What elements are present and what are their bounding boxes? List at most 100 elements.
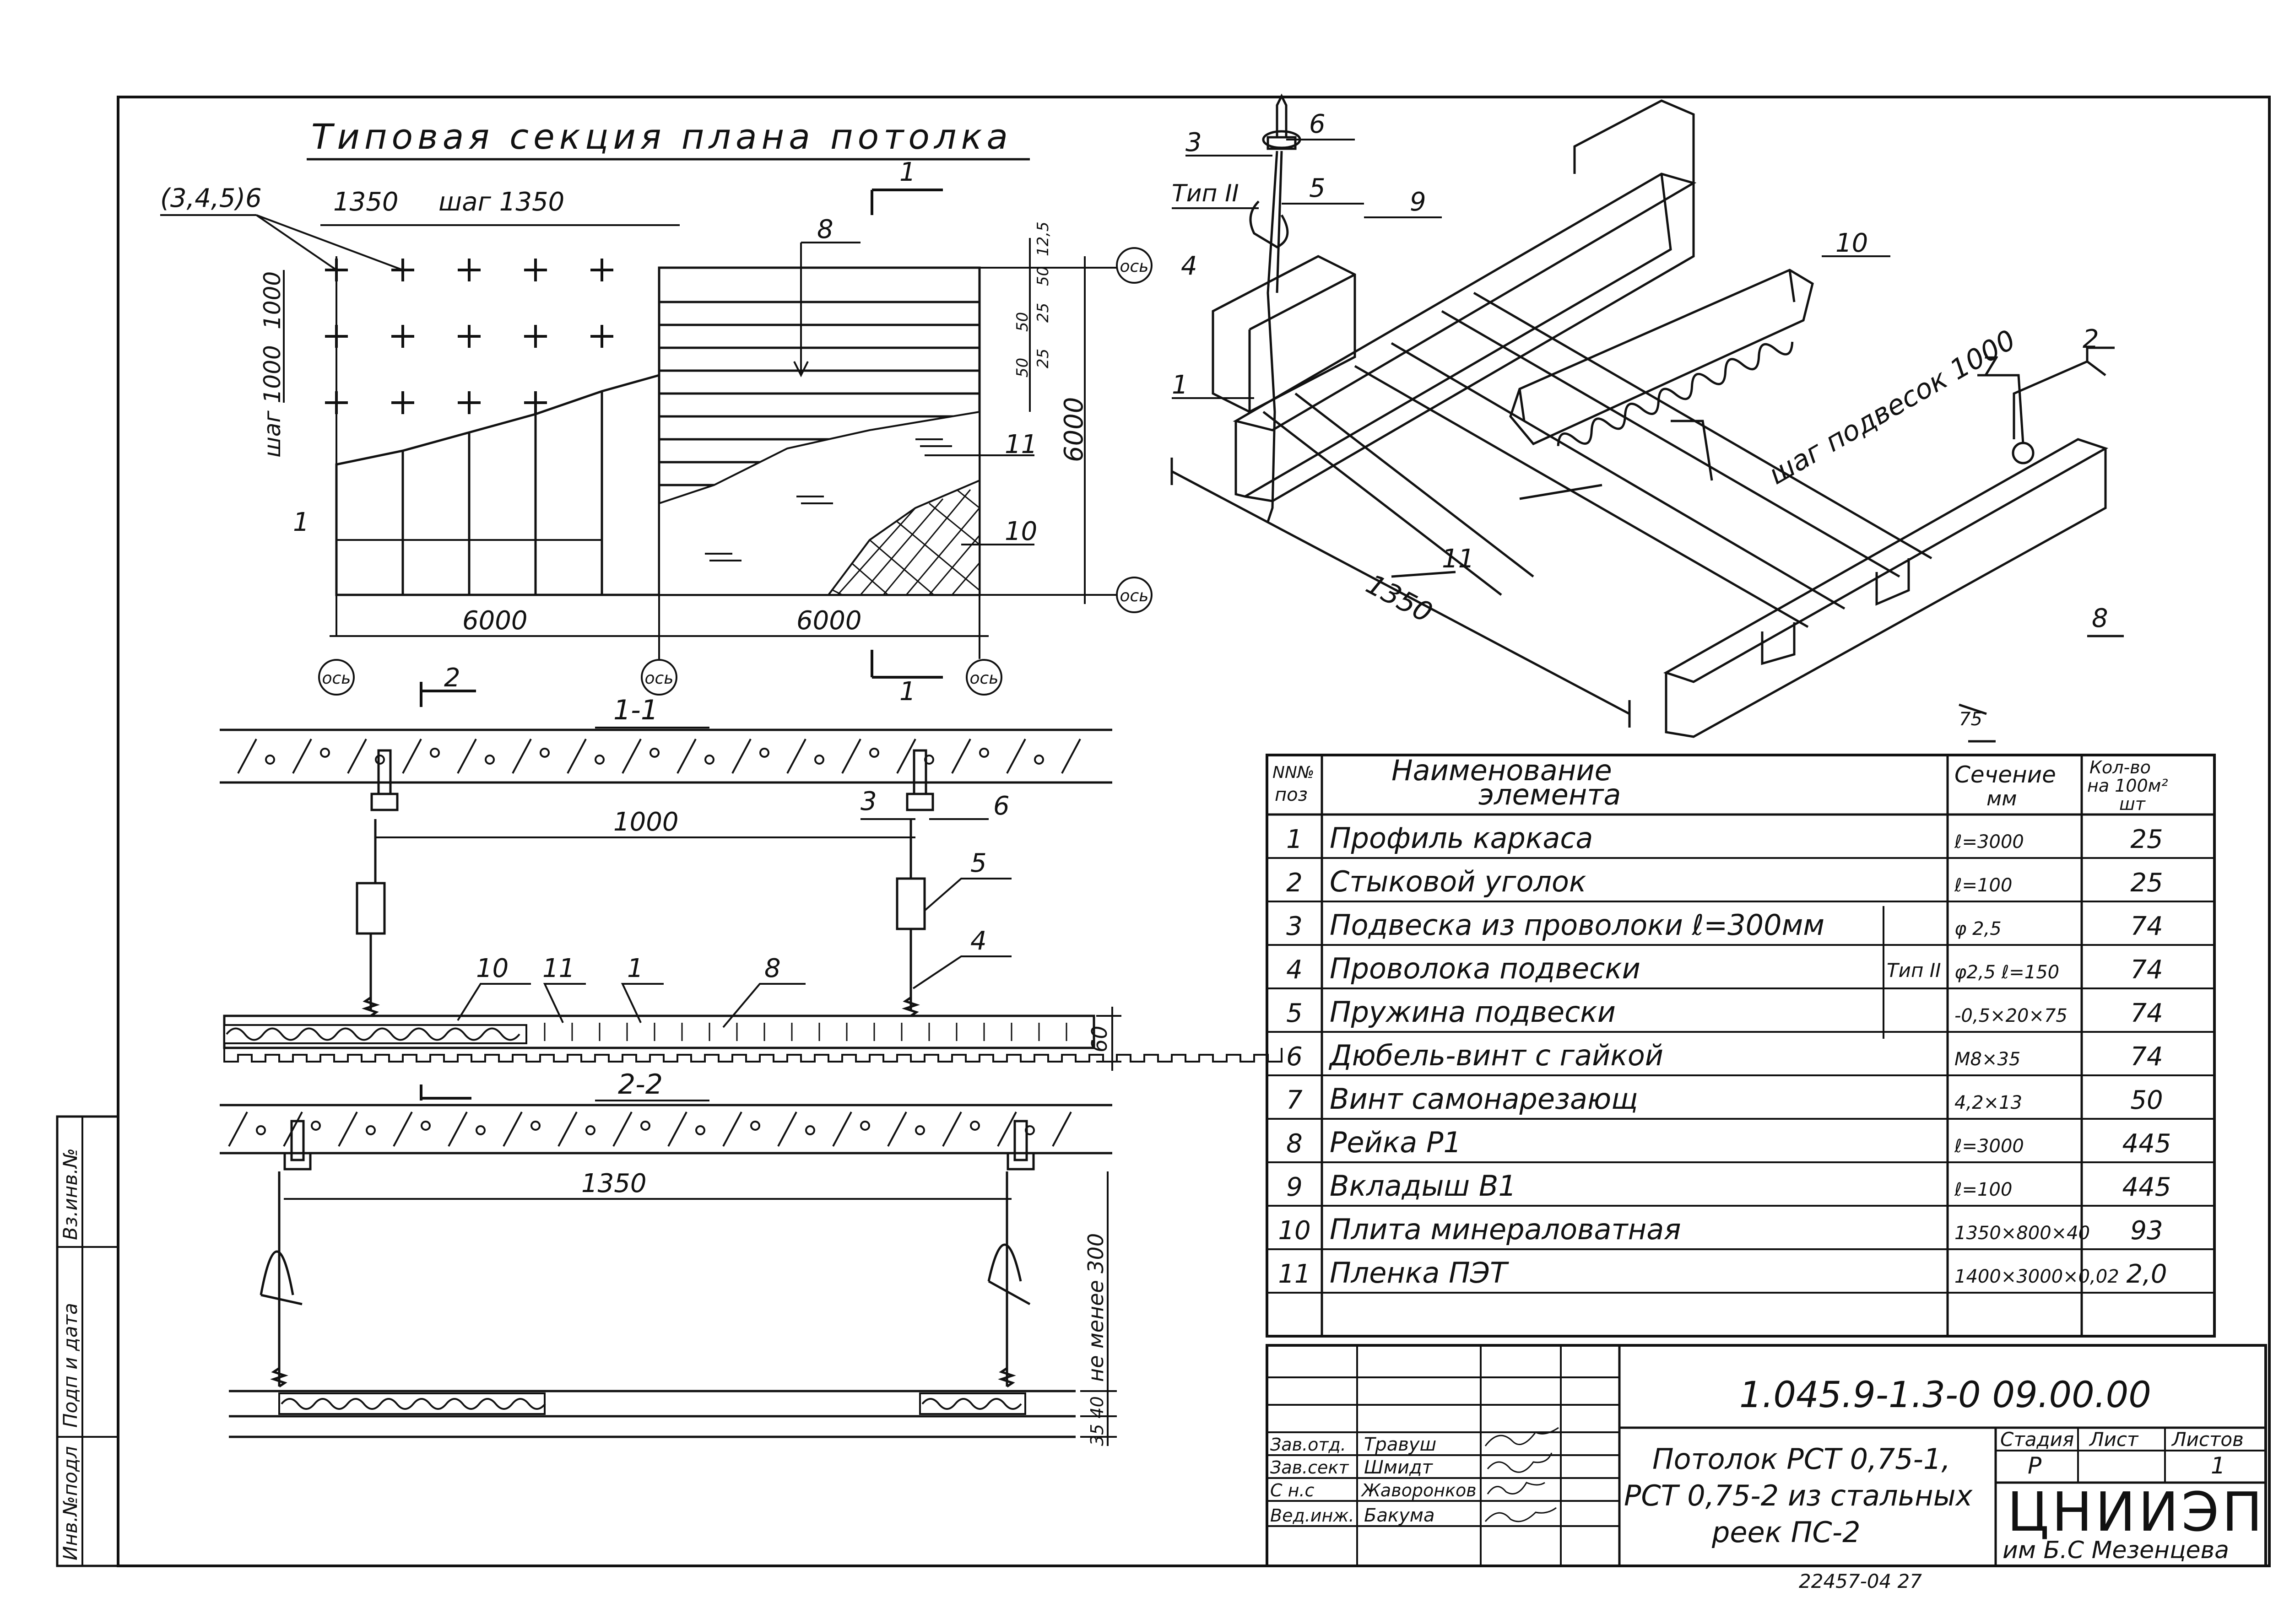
marker-label: (3,4,5)6 (160, 183, 262, 213)
dim-6000-left: 6000 (462, 606, 528, 636)
table-cell-section: ℓ=3000 (1954, 1136, 2024, 1157)
vstep-value: 1000 (259, 271, 286, 329)
doc-title-1: Потолок РСТ 0,75-1, (1652, 1442, 1950, 1476)
table-cell-qty: 445 (2122, 1172, 2171, 1202)
sheet-header: Лист (2089, 1428, 2139, 1451)
axon-label-9: 9 (1410, 187, 1426, 217)
table-cell-section: 1350×800×40 (1954, 1223, 2090, 1244)
axis-label-r2: ось (1120, 587, 1148, 605)
s11-label-3: 3 (861, 787, 877, 816)
axon-label-1: 1 (1172, 370, 1188, 400)
signer-name-4: Бакума (1364, 1505, 1434, 1526)
table-cell-name: Пружина подвески (1330, 995, 1616, 1029)
table-cell-pos: 1 (1286, 825, 1303, 854)
th-section-1: Сечение (1954, 761, 2056, 788)
axon-label-5: 5 (1309, 173, 1326, 203)
table-cell-qty: 50 (2130, 1085, 2163, 1115)
axon-step-label: шаг подвесок 1000 (1764, 324, 2021, 491)
s11-label-4: 4 (970, 926, 987, 956)
doc-code: 1.045.9-1.3-0 09.00.00 (1739, 1375, 2151, 1416)
side-stamp: Инв.№подл Подп и дата Вз.инв.№ (56, 1115, 119, 1567)
sheets-value: 1 (2211, 1452, 2225, 1479)
s11-label-5: 5 (970, 848, 987, 878)
table-cell-name: Рейка Р1 (1330, 1126, 1461, 1159)
th-name-2: элемента (1478, 778, 1621, 811)
dim-25-a: 25 (1034, 303, 1052, 323)
section-1-top: 1 (899, 157, 916, 187)
table-cell-pos: 3 (1286, 912, 1303, 941)
axon-label-3: 3 (1185, 128, 1202, 157)
table-cell-pos: 5 (1286, 998, 1303, 1028)
table-cell-pos: 11 (1278, 1259, 1310, 1289)
table-cell-section: -0,5×20×75 (1954, 1005, 2068, 1026)
axis-label-b2: ось (644, 669, 673, 688)
axis-label-b1: ось (322, 669, 351, 688)
table-cell-pos: 6 (1286, 1042, 1303, 1072)
dim-6000-vert: 6000 (1059, 397, 1089, 462)
wool-strip-22a (278, 1392, 546, 1415)
table-cell-name: Вкладыш В1 (1330, 1169, 1516, 1203)
dim-25-b: 25 (1034, 349, 1052, 368)
table-cell-section: φ 2,5 (1954, 918, 2002, 939)
org-name: ЦНИИЭП (2007, 1480, 2265, 1543)
dim-50-c: 50 (1013, 358, 1032, 378)
table-cell-qty: 25 (2130, 868, 2163, 898)
signer-name-1: Травуш (1364, 1434, 1436, 1455)
table-cell-qty: 74 (2130, 912, 2163, 941)
table-cell-section: 4,2×13 (1954, 1092, 2022, 1113)
signer-name-2: Шмидт (1364, 1457, 1434, 1478)
s11-label-1: 1 (627, 954, 644, 983)
table-cell-name: Профиль каркаса (1330, 821, 1593, 855)
table-cell-section: φ2,5 ℓ=150 (1954, 962, 2059, 983)
dim-1000: 1000 (613, 807, 679, 837)
dim-50-a: 50 (1034, 266, 1052, 286)
section-1-1: 1-1 1000 (220, 694, 1283, 1071)
vstep-label: шаг 1000 (259, 345, 286, 458)
dim-35-40: 35 40 (1087, 1396, 1107, 1446)
dim-not-less-300: не менее 300 (1083, 1233, 1108, 1382)
title-block: Зав.отд. Травуш Зав.сект Шмидт С н.с Жав… (1266, 1344, 2267, 1567)
dim-6000-right: 6000 (796, 606, 862, 636)
axis-label-b3: ось (969, 669, 998, 688)
dim-1350-s22: 1350 (581, 1169, 647, 1198)
axon-label-type2: Тип II (1172, 180, 1239, 207)
axon-label-2: 2 (2083, 324, 2099, 354)
sheet-frame (117, 96, 2271, 1567)
table-cell-qty: 445 (2122, 1129, 2171, 1159)
table-cell-name: Подвеска из проволоки ℓ=300мм (1330, 908, 1824, 942)
plan-label-1: 1 (293, 507, 309, 537)
table-cell-section: ℓ=3000 (1954, 831, 2024, 852)
plan-label-10: 10 (1005, 517, 1037, 546)
table-cell-name: Винт самонарезающ (1330, 1082, 1638, 1116)
plan-title: Типовая секция плана потолка (311, 116, 1012, 157)
th-name-1: Наименование (1391, 754, 1612, 787)
footer-number: 22457-04 27 (1799, 1570, 1922, 1592)
table-cell-pos: 7 (1286, 1085, 1303, 1115)
stage-value: Р (2028, 1452, 2042, 1479)
table-cell-name: Дюбель-винт с гайкой (1328, 1039, 1663, 1072)
stamp-vz-inv: Вз.инв.№ (59, 1148, 81, 1240)
mineral-wool-hatch (827, 479, 980, 596)
table-cell-section: ℓ=100 (1954, 1179, 2012, 1200)
table-cell-qty: 74 (2130, 1042, 2163, 1072)
th-qty-1: Кол-во (2089, 757, 2151, 777)
axon-label-7: 7 (1982, 352, 1998, 382)
table-cell-qty: 74 (2130, 955, 2163, 985)
section-2-marker: 2 (444, 663, 460, 693)
axon-label-10: 10 (1835, 228, 1868, 258)
s11-label-10: 10 (476, 954, 509, 983)
table-cell-name: Плита минераловатная (1330, 1213, 1681, 1246)
wool-strip (223, 1024, 527, 1044)
table-cell-qty: 25 (2130, 825, 2163, 854)
stage-header: Стадия (2000, 1428, 2074, 1451)
doc-title-3: реек ПС-2 (1711, 1516, 1861, 1549)
section-2-2: 2-2 1350 (220, 1068, 1117, 1446)
th-pos-2: поз (1275, 784, 1308, 805)
table-cell-section: 1400×3000×0,02 (1954, 1266, 2119, 1287)
table-cell-pos: 9 (1286, 1172, 1303, 1202)
stamp-podp-data: Подп и дата (59, 1303, 81, 1428)
axon-label-4: 4 (1181, 251, 1197, 281)
table-cell-name: Пленка ПЭТ (1330, 1256, 1509, 1289)
